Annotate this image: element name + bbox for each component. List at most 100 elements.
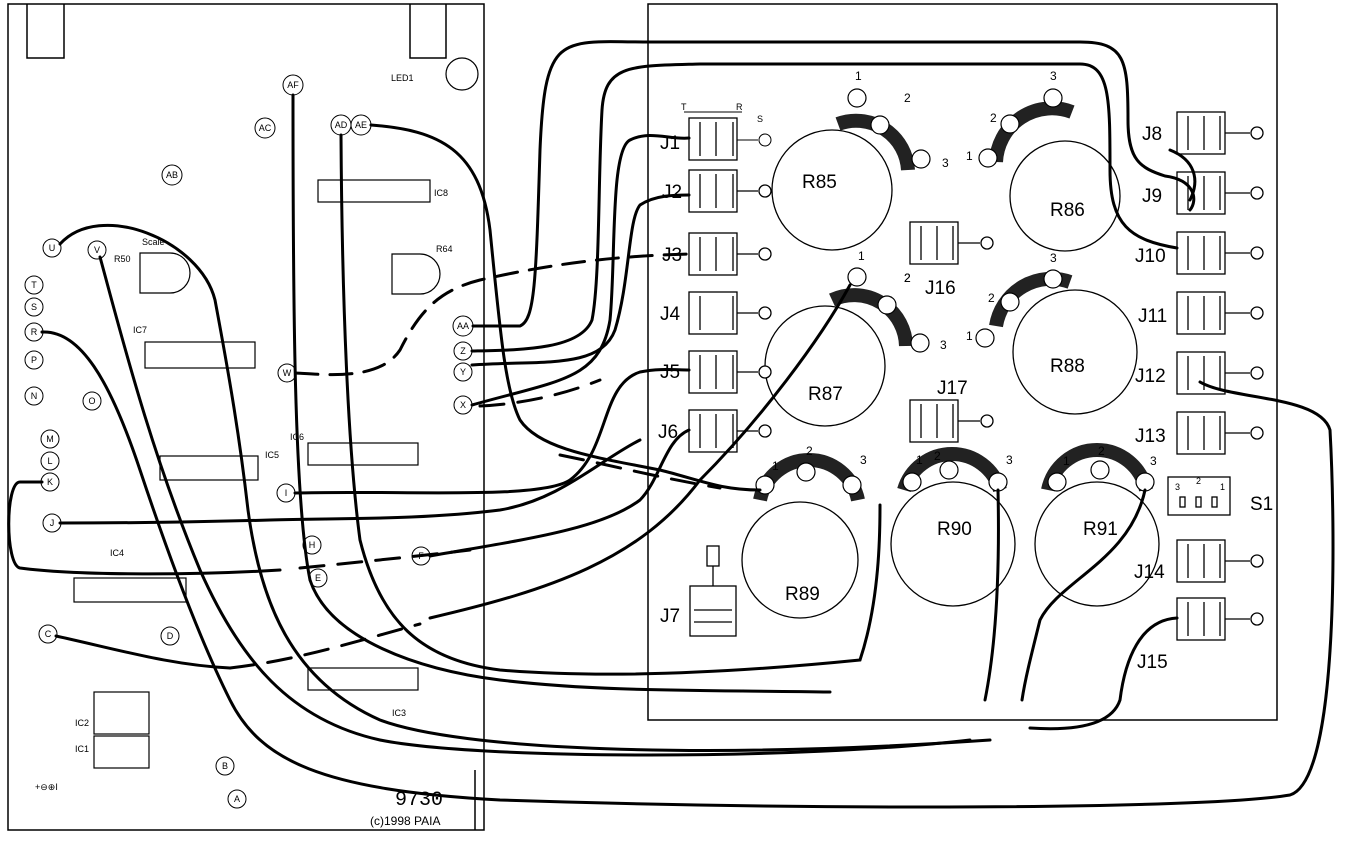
svg-text:3: 3 (1150, 454, 1157, 468)
svg-text:P: P (31, 355, 37, 365)
wire-v (98, 255, 972, 757)
r64-body (391, 253, 441, 295)
jack-j4 (688, 291, 772, 335)
pad-b: B (215, 756, 235, 776)
pad-k: K (40, 472, 60, 492)
jack-labels: J1 J2 J3 J4 J5 J6 J7 J8 J9 J10 J11 J12 J… (658, 124, 1273, 673)
jack-j14 (1176, 539, 1264, 583)
svg-text:1: 1 (1220, 482, 1225, 492)
pad-p: P (24, 350, 44, 370)
svg-text:2: 2 (1098, 444, 1105, 458)
pad-l: L (40, 451, 60, 471)
wire-k (7, 480, 282, 576)
ic6-outline (307, 442, 419, 466)
svg-text:S: S (31, 302, 37, 312)
r88-label: R88 (1050, 356, 1085, 377)
wire-r90-to-bottom (983, 488, 1000, 702)
power-label: +⊖⊕I (35, 782, 58, 792)
svg-text:J7: J7 (660, 606, 680, 627)
svg-text:K: K (47, 477, 53, 487)
pot-r88-body (1012, 289, 1138, 415)
pot-lugs (755, 88, 1155, 495)
ic1-outline (93, 735, 150, 769)
svg-text:3: 3 (860, 453, 867, 467)
jack-j6 (688, 409, 772, 453)
left-board-notch-2 (409, 4, 447, 59)
svg-text:2: 2 (904, 91, 911, 105)
svg-text:2: 2 (988, 291, 995, 305)
pot-r85-body (771, 129, 893, 251)
ic8-outline (317, 179, 431, 203)
left-board-components (73, 57, 479, 769)
r91-label: R91 (1083, 519, 1118, 540)
svg-text:C: C (45, 629, 52, 639)
wire-r91-to-bottom (1020, 488, 1147, 702)
pad-t: T (24, 275, 44, 295)
jack-j10 (1176, 231, 1264, 275)
svg-text:2: 2 (806, 444, 813, 458)
pad-x: X (453, 395, 473, 415)
svg-text:S: S (757, 114, 763, 124)
svg-text:U: U (49, 243, 56, 253)
r90-label: R90 (937, 519, 972, 540)
r50-label: R50 (114, 254, 131, 264)
ic4-outline (73, 577, 187, 603)
svg-text:AD: AD (335, 120, 348, 130)
pad-v: V (87, 240, 107, 260)
r50-body (139, 252, 191, 294)
svg-text:D: D (167, 631, 174, 641)
jack-j13 (1176, 411, 1264, 455)
svg-text:3: 3 (940, 338, 947, 352)
svg-text:2: 2 (1196, 476, 1201, 486)
scale-label: Scale (142, 237, 165, 247)
pad-c: C (38, 624, 58, 644)
svg-text:J14: J14 (1134, 562, 1165, 583)
jack-j2 (688, 169, 772, 213)
wire-j (58, 438, 642, 525)
r91-band (1041, 442, 1153, 492)
svg-text:1: 1 (966, 329, 973, 343)
wires (7, 40, 1335, 809)
j1-terminal-labels: T R S (681, 102, 763, 124)
ic4-label: IC4 (110, 548, 124, 558)
wire-j15-bottom (1028, 616, 1179, 731)
pot-r90-body (890, 481, 1016, 607)
svg-text:3: 3 (1175, 482, 1180, 492)
left-board-outline (7, 3, 485, 831)
svg-text:1: 1 (1063, 454, 1070, 468)
ic3-label: IC3 (392, 708, 406, 718)
svg-text:1: 1 (858, 249, 865, 263)
pad-o: O (82, 391, 102, 411)
pot-r91-body (1034, 481, 1160, 607)
svg-text:2: 2 (934, 449, 941, 463)
jack-j3 (688, 232, 772, 276)
r85-label: R85 (802, 172, 837, 193)
svg-text:2: 2 (904, 271, 911, 285)
pad-z: Z (453, 341, 473, 361)
pad-ac: AC (254, 117, 276, 139)
svg-text:J9: J9 (1142, 186, 1162, 207)
pad-m: M (40, 429, 60, 449)
pad-u: U (42, 238, 62, 258)
pad-h: H (302, 535, 322, 555)
pad-w: W (277, 363, 297, 383)
svg-text:J10: J10 (1135, 246, 1166, 267)
svg-text:3: 3 (1006, 453, 1013, 467)
svg-text:W: W (283, 368, 292, 378)
jack-j16 (909, 221, 994, 265)
pad-s: S (24, 297, 44, 317)
svg-text:1: 1 (916, 453, 923, 467)
pad-ab: AB (161, 164, 183, 186)
svg-text:J15: J15 (1137, 652, 1168, 673)
svg-text:N: N (31, 391, 38, 401)
pad-a: A (227, 789, 247, 809)
svg-text:E: E (315, 573, 321, 583)
svg-text:J2: J2 (662, 182, 682, 203)
wire-r87 (428, 283, 852, 620)
wire-af (291, 93, 832, 694)
r89-label: R89 (785, 584, 820, 605)
r86-label: R86 (1050, 200, 1085, 221)
svg-text:Y: Y (460, 367, 466, 377)
svg-text:J8: J8 (1142, 124, 1162, 145)
